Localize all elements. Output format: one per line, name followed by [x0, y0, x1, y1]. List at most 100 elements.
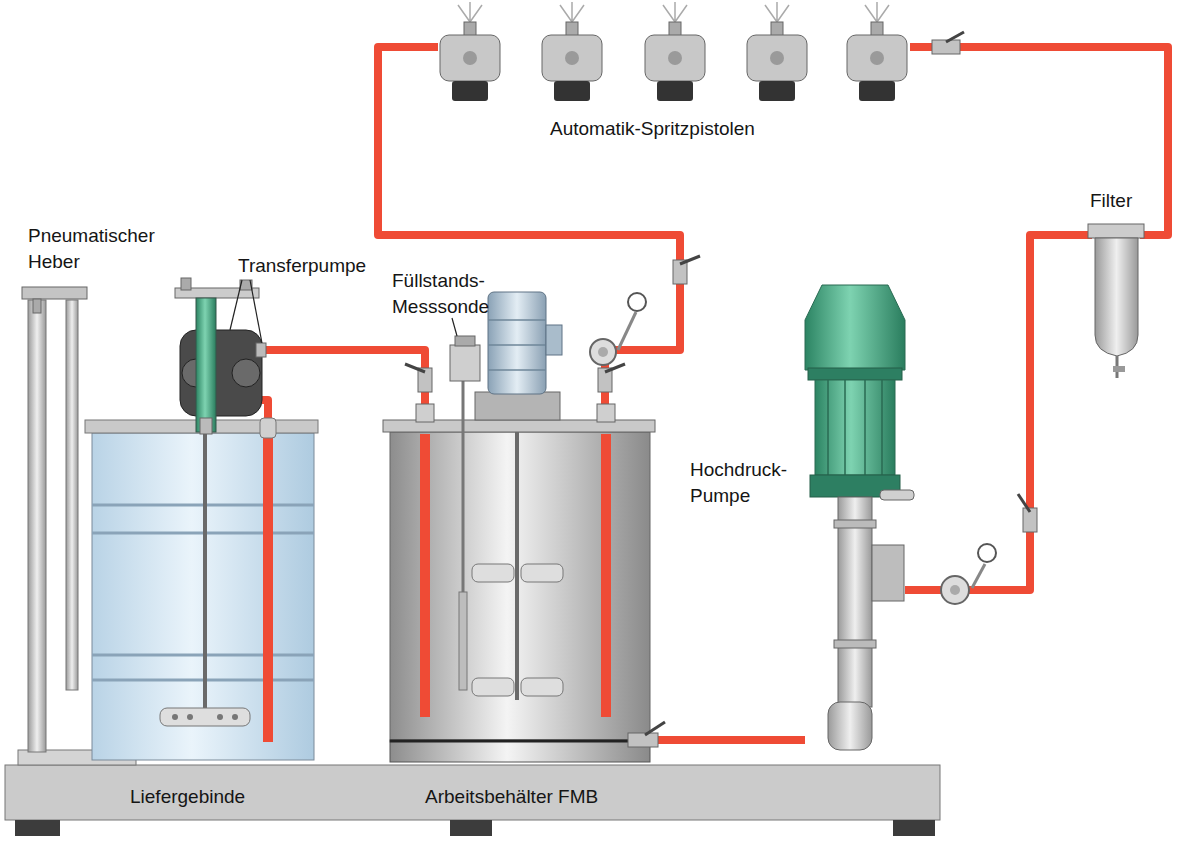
- component-box: Arbeitsbehälter FMB: [385, 420, 653, 765]
- component-box: Automatik-Spritzpistolen: [438, 18, 910, 104]
- component-label: Automatik-Spritzpistolen: [550, 116, 810, 142]
- spray-gun: [566, 22, 578, 36]
- ball-valve: [405, 364, 425, 372]
- base-frame: [5, 765, 940, 836]
- part-label: Füllstands- Messsonde: [392, 268, 492, 320]
- transfer-pump: [181, 278, 191, 290]
- component-label: Liefergebinde: [130, 784, 300, 810]
- working-tank: [475, 392, 560, 420]
- high-pressure-pump: [834, 520, 876, 528]
- spray-gun: [759, 81, 795, 101]
- paint-hose: [262, 350, 425, 420]
- spray-gun: [440, 2, 907, 101]
- pneumatic-lift: [22, 287, 87, 299]
- working-tank: [601, 434, 611, 717]
- transfer-pump: [180, 330, 262, 416]
- spray-gun: [765, 2, 789, 22]
- spray-gun: [458, 2, 482, 22]
- spray-gun: [565, 51, 579, 65]
- component-label: Filter: [1090, 188, 1160, 214]
- supply-drum: [263, 436, 273, 742]
- supply-drum: [160, 708, 250, 726]
- pressure-regulator: [941, 576, 969, 604]
- pneumatic-lift: [66, 300, 78, 690]
- spray-gun: [645, 35, 705, 81]
- paint-filter: [1095, 238, 1138, 356]
- supply-drum: [203, 425, 207, 720]
- base-frame: [893, 820, 935, 836]
- high-pressure-pump: [805, 285, 914, 750]
- base-frame: [5, 765, 940, 820]
- component-box: Filter: [1092, 222, 1140, 362]
- ball-valve: [1018, 494, 1030, 512]
- working-tank: [390, 740, 650, 762]
- paint-filter: [1088, 224, 1144, 378]
- high-pressure-pump: [808, 368, 902, 380]
- spray-gun: [668, 51, 682, 65]
- component-box: Transferpumpe: [180, 290, 262, 425]
- part-label: Pneumatischer Heber: [28, 223, 198, 275]
- working-tank: [472, 564, 514, 582]
- spray-gun: [554, 81, 590, 101]
- component-label: Hochdruck- Pumpe: [690, 457, 798, 509]
- supply-drum: [232, 714, 238, 720]
- spray-gun: [747, 35, 807, 81]
- working-tank: [521, 564, 563, 582]
- working-tank: [452, 318, 457, 336]
- spray-gun: [859, 81, 895, 101]
- pneumatic-lift: [28, 300, 46, 752]
- pneumatic-lift: [33, 299, 41, 313]
- spray-gun: [669, 22, 681, 36]
- working-tank: [383, 292, 655, 762]
- paint-hose: [378, 47, 680, 420]
- component-box: Hochdruck- Pumpe: [805, 285, 905, 750]
- spray-gun: [452, 81, 488, 101]
- pressure-regulator: [972, 564, 985, 588]
- working-tank: [390, 740, 650, 743]
- working-tank: [420, 434, 430, 717]
- ball-valve: [605, 364, 625, 372]
- pressure-regulator: [590, 293, 996, 604]
- transfer-pump: [256, 343, 266, 357]
- component-label: Transferpumpe: [238, 253, 398, 279]
- high-pressure-pump: [872, 545, 904, 601]
- spray-gun: [870, 51, 884, 65]
- paint-hose: [905, 235, 1092, 590]
- spray-gun: [847, 35, 907, 81]
- working-tank: [455, 336, 475, 346]
- paint-hose: [910, 47, 1168, 235]
- paint-filter: [1113, 366, 1125, 372]
- transfer-pump: [230, 280, 242, 330]
- ball-valve: [645, 722, 665, 735]
- pressure-regulator: [978, 544, 996, 562]
- working-tank: [597, 404, 615, 422]
- supply-drum: [85, 418, 318, 760]
- working-tank: [459, 592, 467, 690]
- paint-hose: [653, 736, 805, 744]
- spray-gun: [440, 35, 500, 81]
- working-tank: [521, 678, 563, 696]
- supply-drum: [187, 714, 193, 720]
- high-pressure-pump: [880, 490, 914, 500]
- transfer-pump: [250, 280, 262, 343]
- working-tank: [546, 325, 562, 355]
- high-pressure-pump: [805, 285, 905, 370]
- pressure-regulator: [628, 293, 646, 311]
- pressure-regulator: [598, 347, 608, 357]
- pressure-regulator: [618, 312, 636, 350]
- spray-gun: [464, 22, 476, 36]
- transfer-pump: [196, 298, 216, 432]
- spray-gun: [542, 35, 602, 81]
- spray-gun: [770, 51, 784, 65]
- component-label: Arbeitsbehälter FMB: [425, 784, 645, 810]
- high-pressure-pump: [828, 380, 882, 475]
- supply-drum: [217, 714, 223, 720]
- ball-valve: [628, 733, 658, 747]
- high-pressure-pump: [834, 640, 876, 648]
- spray-gun: [663, 2, 687, 22]
- spray-gun: [771, 22, 783, 36]
- pressure-regulator: [590, 339, 616, 365]
- high-pressure-pump: [828, 702, 872, 750]
